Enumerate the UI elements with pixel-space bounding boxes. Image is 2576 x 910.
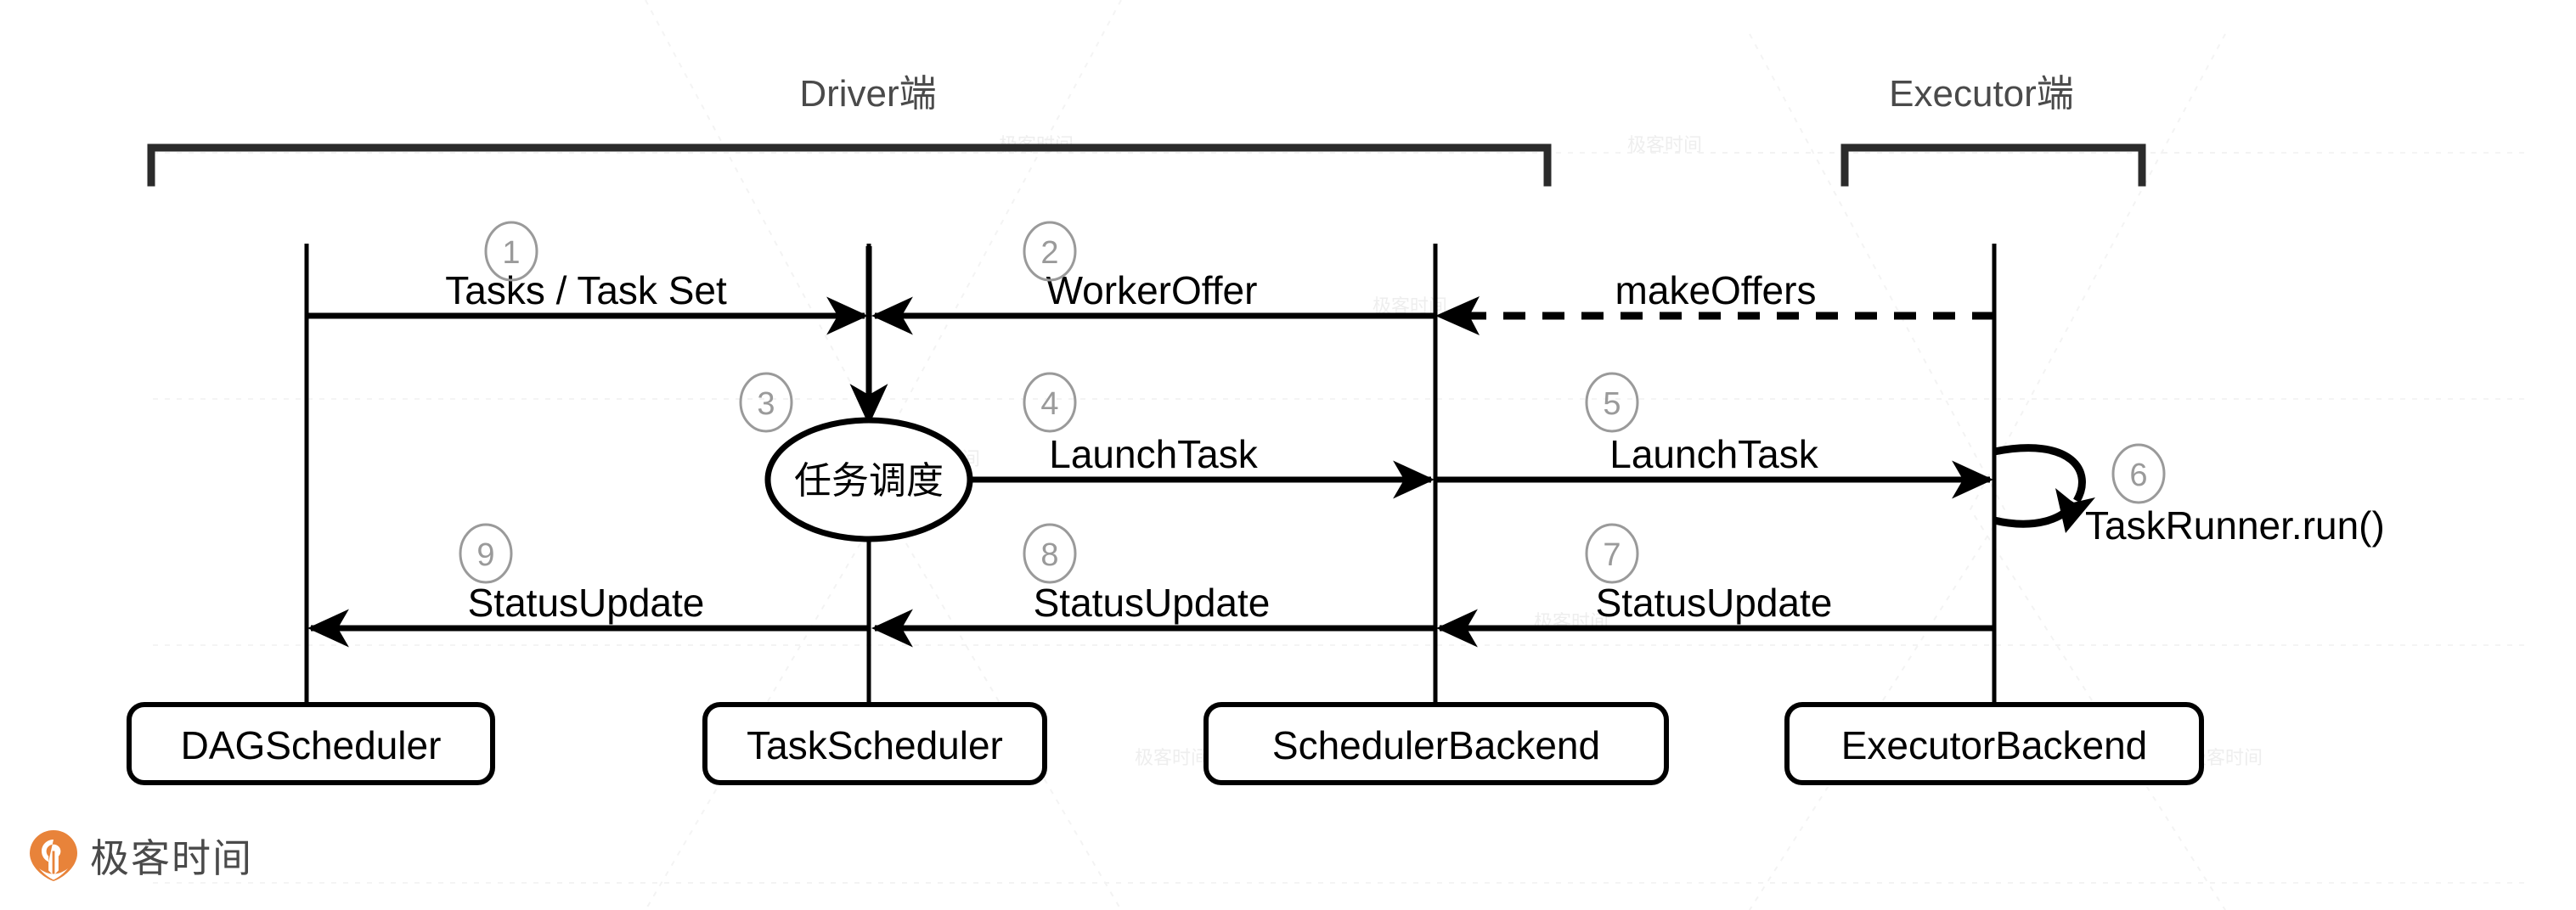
brand-logo-text: 极客时间 [90,836,253,880]
message-4-launchtask: LaunchTask 4 [968,372,1435,499]
message-7-statusupdate: StatusUpdate 7 [1435,523,1994,648]
actor-box-dagscheduler[interactable]: DAGScheduler [127,702,495,785]
step-marker-6-label: 6 [2129,458,2147,493]
step-marker-8-label: 8 [1040,537,1058,573]
message-1-label: Tasks / Task Set [445,268,727,312]
actor-box-executorbackend-rect[interactable] [1784,702,2204,785]
location-pin-icon [29,829,78,882]
watermark-text: 极客时间 [1627,134,1702,155]
actor-box-taskscheduler-rect[interactable] [702,702,1047,785]
message-makeoffers-label: makeOffers [1615,268,1817,312]
group-label-driver: Driver端 [799,73,936,115]
group-label-executor: Executor端 [1889,73,2074,115]
step-marker-7-label: 7 [1603,537,1621,573]
message-2-workeroffer: WorkerOffer 2 [871,221,1435,335]
step-marker-6-circle [2111,443,2166,504]
message-6-selfloop-top [1993,444,2086,503]
actor-label-schedulerbackend: SchedulerBackend [1272,723,1600,767]
process-node-scheduling: 任务调度 [764,417,973,542]
actor-box-schedulerbackend[interactable]: SchedulerBackend [1203,702,1669,785]
message-makeoffers: makeOffers [1435,268,1994,335]
message-8-label: StatusUpdate [1034,581,1271,625]
step-marker-4-circle [1023,372,1077,433]
message-6-taskrunner-run: 6 TaskRunner.run() [1993,443,2385,548]
message-8-statusupdate: StatusUpdate 8 [871,523,1435,648]
step-marker-8-circle [1023,523,1077,584]
actor-label-dagscheduler: DAGScheduler [181,723,442,767]
message-5-launchtask: LaunchTask 5 [1435,372,1994,499]
actor-box-dagscheduler-rect[interactable] [127,702,495,785]
step-marker-7-circle [1585,523,1639,584]
message-9-label: StatusUpdate [468,581,705,625]
process-node-label: 任务调度 [794,460,944,502]
message-4-label: LaunchTask [1049,432,1258,476]
actor-label-taskscheduler: TaskScheduler [747,723,1003,767]
actor-box-executorbackend[interactable]: ExecutorBackend [1784,702,2204,785]
message-6-label: TaskRunner.run() [2085,503,2385,548]
step-marker-5-circle [1585,372,1639,433]
actor-label-executorbackend: ExecutorBackend [1841,723,2148,767]
step-marker-3-circle [739,372,793,433]
actor-box-taskscheduler[interactable]: TaskScheduler [702,702,1047,785]
message-2-label: WorkerOffer [1046,268,1258,312]
step-marker-9-label: 9 [476,537,494,573]
group-bracket-driver [147,143,1552,187]
message-makeoffers-arrowhead [1435,296,1480,335]
step-marker-5-label: 5 [1603,386,1621,422]
message-9-statusupdate: StatusUpdate 9 [307,523,869,648]
message-6-arrowhead [2055,488,2095,533]
step-marker-9-circle [459,523,513,584]
message-7-label: StatusUpdate [1596,581,1833,625]
step-marker-1-label: 1 [502,235,520,271]
step-marker-4-label: 4 [1040,386,1058,422]
step-marker-2-label: 2 [1040,235,1058,271]
message-5-label: LaunchTask [1609,432,1818,476]
watermark-text: 极客时间 [1135,747,1209,768]
step-marker-2-circle [1023,221,1077,282]
actor-box-schedulerbackend-rect[interactable] [1203,702,1669,785]
step-marker-3-label: 3 [757,386,775,422]
step-marker-1-circle [484,221,538,282]
message-1-tasks-task-set: Tasks / Task Set 1 [307,221,869,335]
group-bracket-executor [1840,143,2146,187]
message-3-dispatch-down: 3 [739,246,888,433]
brand-logo: 极客时间 [29,828,253,884]
